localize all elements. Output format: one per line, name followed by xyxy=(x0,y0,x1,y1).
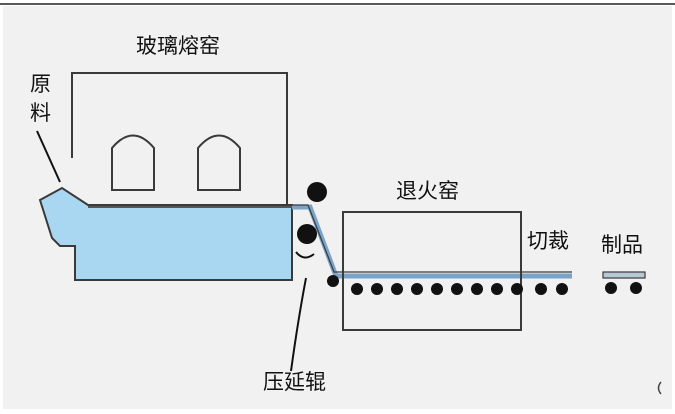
conveyor-roller xyxy=(431,283,443,295)
rotation-arc xyxy=(295,251,315,259)
burner-port-right xyxy=(197,134,241,191)
roller-pointer xyxy=(290,277,307,372)
cutting-label: 切裁 xyxy=(527,229,569,253)
product-label: 制品 xyxy=(601,233,643,257)
conveyor-roller xyxy=(535,283,547,295)
conveyor-roller xyxy=(471,283,483,295)
annealing-lehr xyxy=(342,211,522,331)
conveyor-roller xyxy=(351,283,363,295)
conveyor-roller xyxy=(451,283,463,295)
annealing-lehr-label: 退火窑 xyxy=(396,179,459,203)
edge-mark xyxy=(657,381,662,395)
molten-glass-tank xyxy=(38,186,293,281)
conveyor-roller xyxy=(391,283,403,295)
glass-ribbon xyxy=(292,204,572,279)
raw-material-label-top: 原 xyxy=(30,72,51,96)
conveyor-roller xyxy=(556,283,568,295)
conveyor-rollers xyxy=(351,283,568,295)
product-roller-right xyxy=(630,282,642,294)
take-off-roller xyxy=(327,275,339,287)
glass-furnace-label: 玻璃熔窑 xyxy=(136,34,220,58)
burner-port-left xyxy=(111,134,155,191)
press-roller-label: 压延辊 xyxy=(263,370,326,394)
raw-material-label-bottom: 料 xyxy=(30,101,51,125)
conveyor-roller xyxy=(511,283,523,295)
conveyor-roller xyxy=(371,283,383,295)
feed-arrow xyxy=(36,130,61,183)
product-sheet xyxy=(602,271,646,279)
product-roller-left xyxy=(605,282,617,294)
glass-ribbon-edge xyxy=(292,204,572,273)
press-roller-bottom xyxy=(297,224,317,244)
press-roller-top xyxy=(307,182,327,202)
conveyor-roller xyxy=(411,283,423,295)
furnace-crown xyxy=(71,72,288,205)
conveyor-roller xyxy=(491,283,503,295)
